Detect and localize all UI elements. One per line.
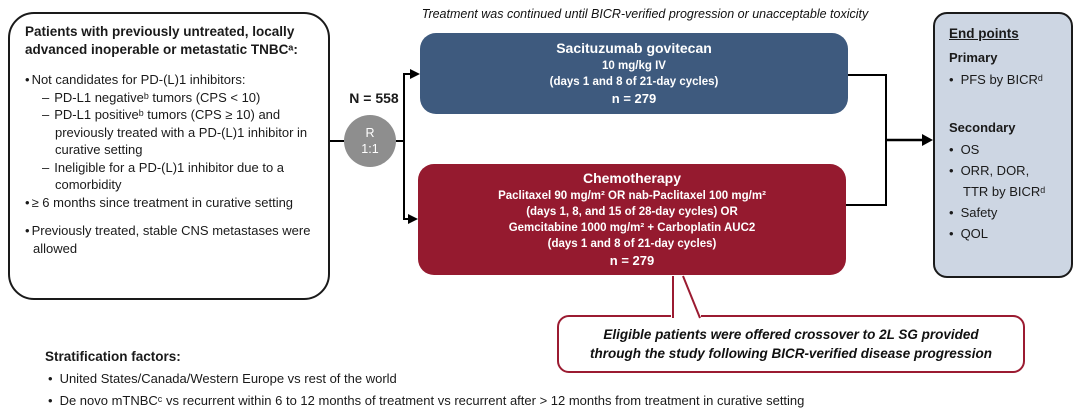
endpoints-box: End points Primary PFS by BICRᵈ Secondar… bbox=[933, 12, 1073, 278]
eligibility-subitem: PD-L1 negativeᵇ tumors (CPS < 10) bbox=[25, 89, 318, 107]
eligibility-box: Patients with previously untreated, loca… bbox=[8, 12, 330, 300]
eligibility-item: Not candidates for PD-(L)1 inhibitors: bbox=[25, 71, 318, 89]
stratification-title: Stratification factors: bbox=[45, 349, 181, 364]
endpoint-item: OS bbox=[949, 139, 1065, 160]
eligibility-title: Patients with previously untreated, loca… bbox=[25, 24, 298, 57]
chemo-arm-box: Chemotherapy Paclitaxel 90 mg/m² OR nab-… bbox=[418, 164, 846, 275]
chemo-arm-title: Chemotherapy bbox=[582, 170, 682, 186]
crossover-note-line1: Eligible patients were offered crossover… bbox=[603, 327, 979, 342]
randomization-circle: R 1:1 bbox=[344, 115, 396, 167]
endpoints-secondary-label: Secondary bbox=[949, 120, 1016, 135]
chemo-arm-regimen-2: Gemcitabine 1000 mg/m² + Carboplatin AUC… bbox=[508, 222, 756, 234]
chemo-arm-schedule-2: (days 1 and 8 of 21-day cycles) bbox=[547, 238, 717, 250]
sg-arm-schedule: (days 1 and 8 of 21-day cycles) bbox=[549, 76, 719, 88]
endpoint-item: Safety bbox=[949, 202, 1065, 223]
endpoints-spacer bbox=[949, 90, 1065, 120]
enrollment-count-label: N = 558 bbox=[349, 90, 399, 106]
endpoint-item: PFS by BICRᵈ bbox=[949, 69, 1065, 90]
endpoint-item: QOL bbox=[949, 223, 1065, 244]
eligibility-subitem: Ineligible for a PD-(L)1 inhibitor due t… bbox=[25, 159, 318, 194]
treatment-duration-note: Treatment was continued until BICR-verif… bbox=[421, 7, 869, 21]
chemo-arm-schedule-1: (days 1, 8, and 15 of 28-day cycles) OR bbox=[526, 206, 738, 218]
sg-arm-title: Sacituzumab govitecan bbox=[556, 40, 712, 56]
endpoint-item: ORR, DOR, TTR by BICRᵈ bbox=[949, 160, 1055, 202]
sg-arm-box: Sacituzumab govitecan 10 mg/kg IV (days … bbox=[420, 33, 848, 114]
crossover-callout-box: Eligible patients were offered crossover… bbox=[557, 315, 1025, 373]
crossover-note-line2: through the study following BICR-verifie… bbox=[589, 346, 993, 361]
eligibility-subitem: PD-L1 positiveᵇ tumors (CPS ≥ 10) and pr… bbox=[25, 106, 318, 159]
randomization-r-label: R bbox=[365, 126, 375, 140]
sg-arm-dose: 10 mg/kg IV bbox=[602, 60, 666, 72]
chemo-arm-n: n = 279 bbox=[609, 253, 655, 268]
eligibility-item: ≥ 6 months since treatment in curative s… bbox=[25, 194, 318, 212]
stratification-item: De novo mTNBCᶜ vs recurrent within 6 to … bbox=[48, 393, 805, 408]
endpoints-primary-label: Primary bbox=[949, 50, 998, 65]
stratification-item: United States/Canada/Western Europe vs r… bbox=[48, 371, 397, 386]
endpoints-title: End points bbox=[949, 26, 1019, 41]
chemo-arm-regimen-1: Paclitaxel 90 mg/m² OR nab-Paclitaxel 10… bbox=[498, 190, 766, 202]
randomization-ratio-label: 1:1 bbox=[361, 142, 379, 156]
sg-arm-n: n = 279 bbox=[611, 91, 657, 106]
eligibility-item: Previously treated, stable CNS metastase… bbox=[25, 222, 318, 257]
